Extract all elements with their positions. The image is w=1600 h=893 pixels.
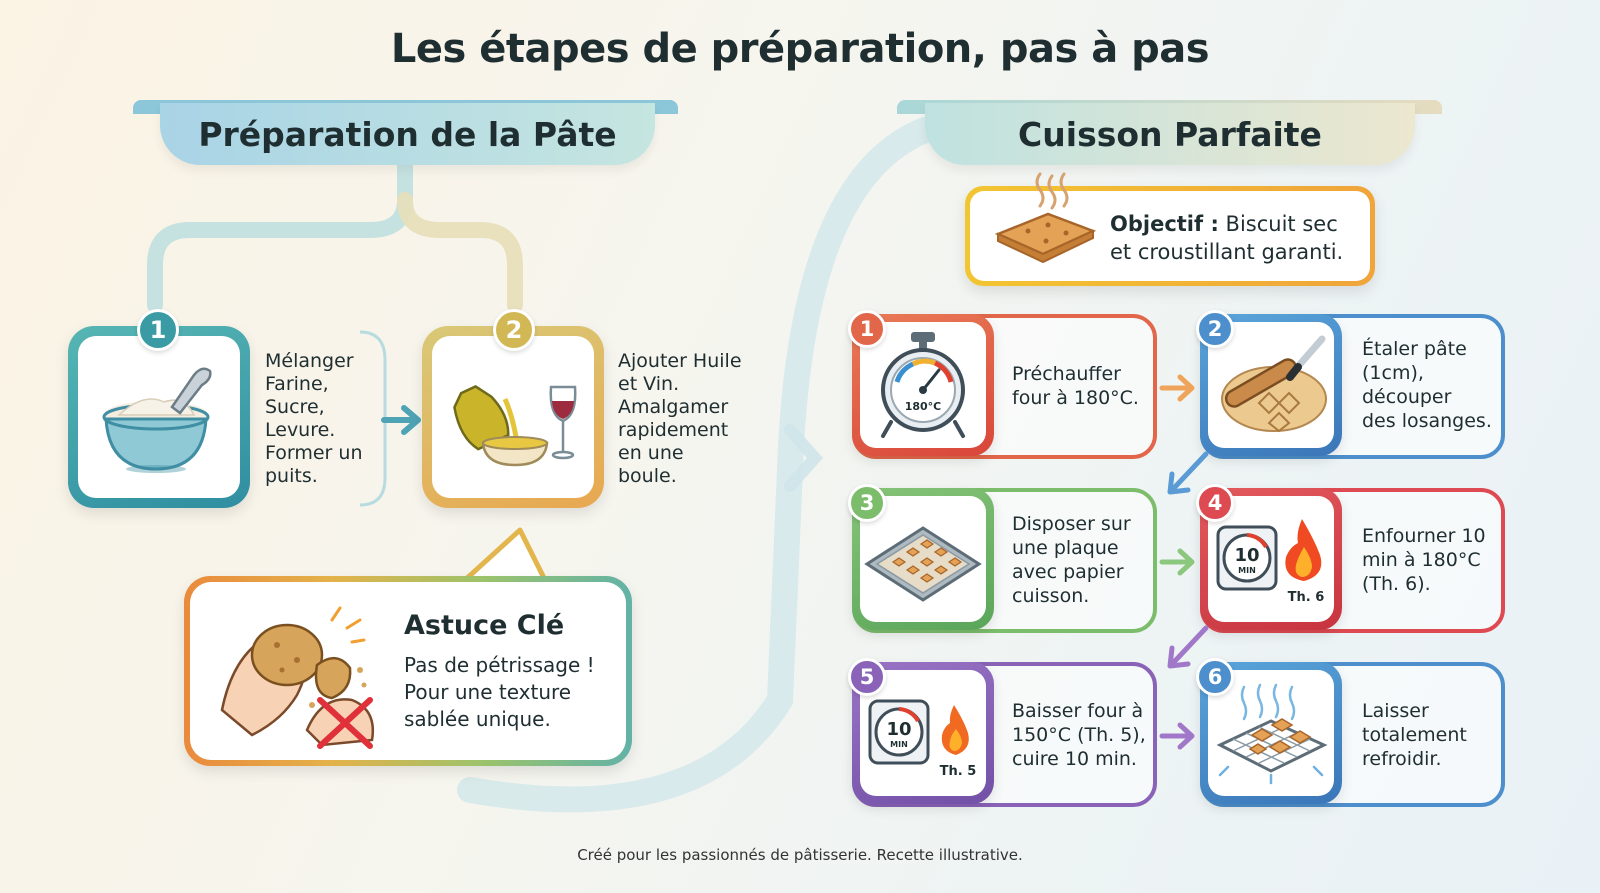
flame-label: Th. 6 [1287, 590, 1324, 605]
cooling-rack-icon [1216, 683, 1328, 785]
no-kneading-dough-icon [220, 606, 375, 749]
cuisson-step-1-icon-card: 180°C [852, 314, 994, 456]
prep-step-2-text: Ajouter Huile et Vin. Amalgamer rapideme… [618, 350, 742, 487]
cuisson-step-4-text: Enfourner 10 min à 180°C (Th. 6). [1362, 525, 1486, 595]
cuisson-step-6-icon-card [1200, 662, 1342, 804]
cuisson-step-3-icon-card [852, 488, 994, 630]
cuisson-step-3-text: Disposer sur une plaque avec papier cuis… [1012, 513, 1131, 607]
prep-step-2-card [422, 326, 604, 508]
cuisson-step-2-icon-card [1200, 314, 1342, 456]
prep-step-2-badge: 2 [493, 309, 535, 351]
section-heading-preparation: Préparation de la Pâte [160, 103, 655, 165]
goal-box: Objectif : Biscuit sec et croustillant g… [965, 172, 1375, 286]
goal-text-line1: Biscuit sec [1225, 212, 1338, 236]
tip-callout: Astuce Clé Pas de pétrissage ! Pour une … [184, 576, 632, 766]
oven-thermometer-icon: 180°C [881, 332, 965, 438]
timer-value: 10 [1234, 545, 1259, 566]
rolling-pin-knife-icon [1220, 335, 1327, 432]
prep-step-1-badge: 1 [137, 309, 179, 351]
cuisson-step-5-text: Baisser four à 150°C (Th. 5), cuire 10 m… [1012, 700, 1146, 770]
goal-text-line2: et croustillant garanti. [1110, 240, 1344, 264]
tip-title: Astuce Clé [404, 610, 565, 641]
oven-thermometer-label: 180°C [905, 400, 942, 413]
timer-value: 10 [886, 719, 911, 740]
prep-step-1-card [68, 326, 250, 508]
footer-credit: Créé pour les passionnés de pâtisserie. … [577, 846, 1023, 864]
cuisson-step-4-badge: 4 [1196, 484, 1234, 522]
oil-wine-pour-icon [453, 385, 577, 467]
baking-tray-icon [864, 526, 982, 602]
timer-flame-icon: 10 MIN Th. 6 [1216, 519, 1324, 605]
prep-step-1-text: Mélanger Farine, Sucre, Levure. Former u… [265, 350, 363, 487]
cracker-biscuit-icon [994, 172, 1097, 264]
cuisson-step-6-badge: 6 [1196, 658, 1234, 696]
goal-label: Objectif : [1110, 212, 1219, 236]
cuisson-step-1-badge: 1 [848, 310, 886, 348]
mixing-bowl-flour-icon [102, 367, 212, 473]
cuisson-step-4-icon-card: 10 MIN Th. 6 [1200, 488, 1342, 630]
cuisson-step-5-badge: 5 [848, 658, 886, 696]
timer-flame-icon: 10 MIN Th. 5 [868, 699, 976, 779]
cuisson-step-6-text: Laisser totalement refroidir. [1362, 700, 1467, 770]
timer-unit: MIN [890, 740, 908, 749]
timer-unit: MIN [1238, 566, 1256, 575]
section-heading-cuisson: Cuisson Parfaite [925, 103, 1415, 165]
cuisson-step-2-text: Étaler pâte (1cm), découper des losanges… [1362, 338, 1492, 432]
flame-label: Th. 5 [939, 764, 976, 779]
cuisson-step-3-badge: 3 [848, 484, 886, 522]
tip-text: Pas de pétrissage ! Pour une texture sab… [404, 653, 595, 731]
cuisson-step-1-text: Préchauffer four à 180°C. [1012, 363, 1139, 409]
goal-text: Objectif : Biscuit sec et croustillant g… [1110, 210, 1380, 266]
page-title: Les étapes de préparation, pas à pas [390, 26, 1210, 72]
cuisson-step-2-badge: 2 [1196, 310, 1234, 348]
